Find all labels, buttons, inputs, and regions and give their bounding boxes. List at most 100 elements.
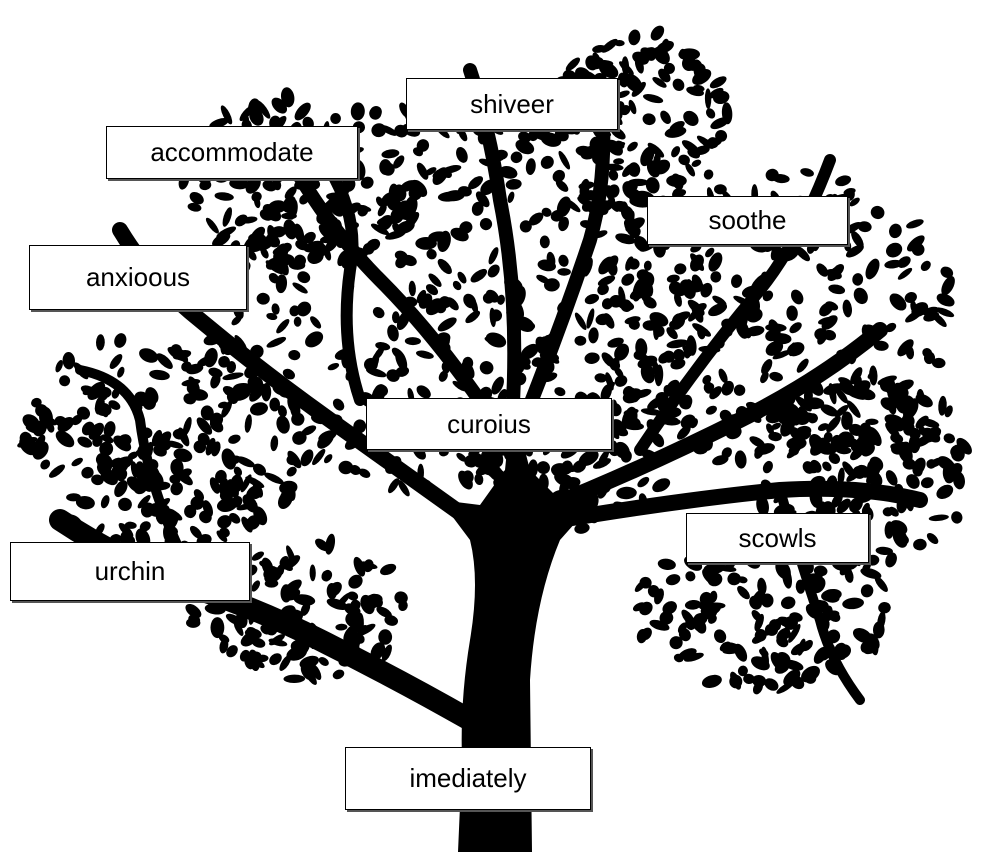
leaf	[288, 259, 306, 270]
leaf	[655, 391, 669, 405]
leaf	[267, 224, 277, 242]
leaf	[616, 486, 637, 500]
leaf	[820, 404, 838, 417]
leaf	[197, 432, 210, 446]
leaf	[685, 571, 696, 582]
leaf	[71, 457, 83, 467]
leaf	[922, 427, 942, 443]
leaf	[681, 394, 693, 409]
leaf	[357, 205, 369, 217]
leaf	[823, 591, 840, 603]
leaf	[507, 191, 515, 203]
leaf	[776, 681, 795, 694]
leaf	[54, 415, 68, 427]
leaf	[727, 572, 741, 586]
leaf	[941, 276, 955, 296]
leaf	[335, 623, 348, 631]
leaf	[886, 242, 903, 258]
word-label-soothe[interactable]: soothe	[647, 196, 848, 245]
leaf	[639, 354, 650, 362]
leaf	[137, 495, 151, 509]
leaf	[691, 159, 702, 167]
leaf	[801, 665, 820, 683]
word-label-accommodate[interactable]: accommodate	[106, 126, 358, 179]
leaf	[393, 203, 411, 222]
leaf	[907, 398, 919, 413]
leaf	[479, 361, 494, 375]
leaf	[828, 383, 837, 405]
leaf	[614, 343, 630, 361]
leaf	[227, 479, 238, 491]
leaf	[397, 480, 410, 497]
leaf	[528, 129, 539, 142]
leaf	[753, 635, 765, 644]
leaf	[270, 435, 279, 452]
leaf	[643, 296, 657, 309]
leaf	[594, 373, 608, 383]
leaf	[911, 243, 925, 256]
leaf	[709, 386, 722, 400]
leaf	[286, 646, 307, 661]
leaf	[541, 207, 552, 217]
leaf	[217, 515, 232, 529]
leaf	[791, 289, 804, 305]
word-label-curoius[interactable]: curoius	[366, 398, 612, 450]
leaf	[951, 446, 965, 462]
leaf	[282, 195, 297, 213]
leaf	[217, 401, 229, 409]
leaf	[275, 274, 288, 294]
leaf	[680, 414, 696, 429]
leaf	[943, 433, 956, 444]
leaf	[392, 222, 403, 235]
leaf	[156, 353, 173, 369]
leaf	[499, 166, 518, 179]
leaf	[234, 179, 248, 188]
leaf	[937, 456, 953, 470]
leaf	[670, 358, 686, 370]
leaf	[280, 584, 292, 603]
leaf	[674, 263, 687, 275]
leaf	[416, 162, 429, 180]
leaf	[189, 525, 203, 539]
leaf	[470, 268, 488, 283]
leaf	[681, 609, 696, 626]
leaf	[637, 476, 650, 488]
leaf	[603, 313, 615, 329]
leaf	[303, 231, 316, 244]
leaf	[248, 232, 265, 244]
leaf	[97, 386, 112, 399]
leaf	[189, 192, 204, 205]
leaf	[394, 591, 408, 605]
leaf	[733, 384, 746, 396]
word-label-scowls[interactable]: scowls	[686, 513, 869, 563]
word-label-shiveer[interactable]: shiveer	[406, 78, 618, 130]
leaf	[510, 151, 523, 164]
leaf	[869, 634, 879, 656]
leaf	[658, 352, 672, 364]
leaf	[673, 348, 685, 362]
leaf	[650, 25, 665, 41]
leaf	[761, 646, 769, 667]
leaf	[59, 375, 71, 387]
leaf	[25, 424, 42, 434]
leaf	[309, 564, 316, 582]
word-label-imediately[interactable]: imediately	[345, 747, 591, 810]
leaf	[616, 90, 630, 99]
leaf	[318, 223, 334, 240]
leaf	[835, 175, 852, 187]
leaf	[846, 400, 861, 418]
leaf	[700, 282, 713, 298]
leaf	[219, 527, 230, 538]
leaf	[888, 506, 899, 517]
leaf	[693, 303, 707, 313]
leaf	[251, 580, 261, 592]
word-label-urchin[interactable]: urchin	[10, 542, 250, 601]
leaf	[909, 427, 921, 440]
leaf	[100, 495, 110, 509]
leaf	[681, 56, 697, 71]
leaf	[699, 591, 714, 608]
leaf	[822, 461, 832, 472]
leaf	[782, 567, 792, 589]
word-label-anxioous[interactable]: anxioous	[29, 245, 247, 310]
leaf	[745, 307, 763, 323]
